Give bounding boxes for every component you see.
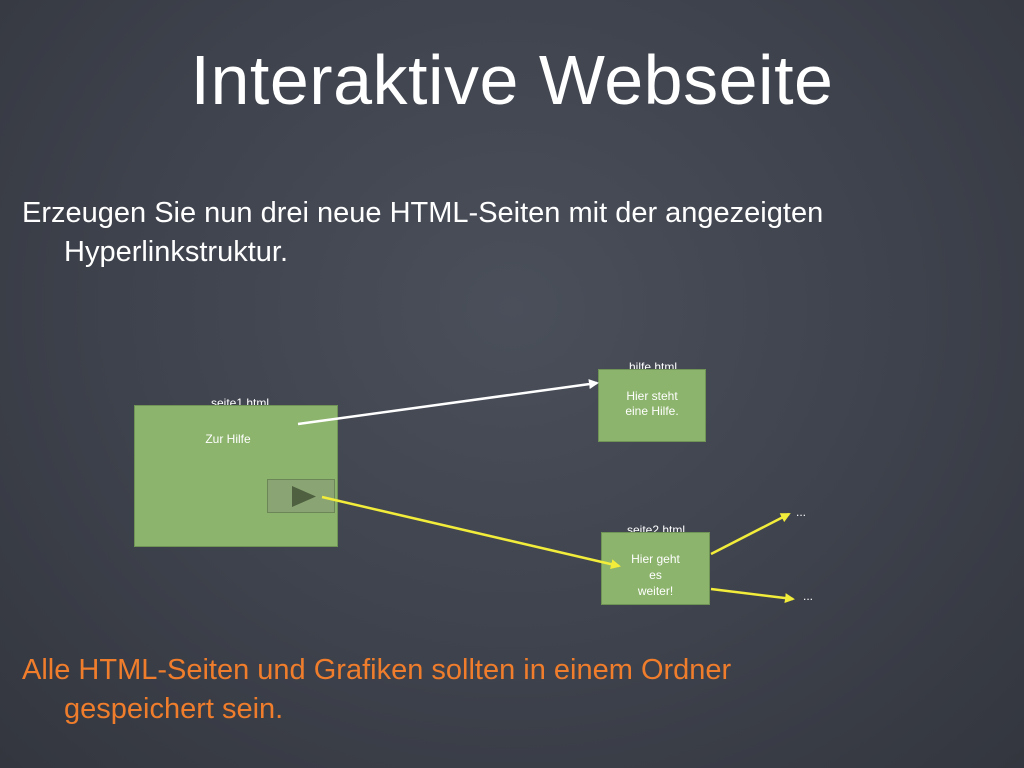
note-line-1: Alle HTML-Seiten und Grafiken sollten in… [22, 654, 732, 686]
hilfe-text-line-2: eine Hilfe. [625, 404, 679, 418]
instruction-text: Erzeugen Sie nun drei neue HTML-Seiten m… [22, 194, 1012, 272]
note-line-2: gespeichert sein. [64, 693, 284, 725]
arrow-seite2-to-more-bottom [710, 587, 795, 603]
seite2-text-line-1: Hier geht [631, 552, 680, 566]
play-button[interactable] [267, 479, 335, 513]
hilfe-page-box [598, 369, 706, 442]
arrow-seite1-to-seite2 [321, 495, 621, 570]
play-icon [292, 486, 316, 507]
hilfe-text-line-1: Hier steht [626, 389, 678, 403]
more-pages-bottom: ... [803, 589, 814, 603]
seite1-help-link[interactable]: Zur Hilfe [205, 432, 251, 446]
note-text: Alle HTML-Seiten und Grafiken sollten in… [22, 651, 1012, 729]
seite2-text-line-2: es [649, 568, 662, 582]
instruction-line-2: Hyperlinkstruktur. [64, 236, 289, 268]
seite1-page-box [134, 405, 338, 547]
instruction-line-1: Erzeugen Sie nun drei neue HTML-Seiten m… [22, 197, 824, 229]
arrow-seite1-to-hilfe [297, 379, 599, 426]
seite2-text-line-3: weiter! [637, 584, 674, 598]
slide-title: Interaktive Webseite [190, 41, 834, 119]
arrow-seite2-to-more-top [710, 512, 791, 556]
more-pages-top: ... [796, 505, 807, 519]
